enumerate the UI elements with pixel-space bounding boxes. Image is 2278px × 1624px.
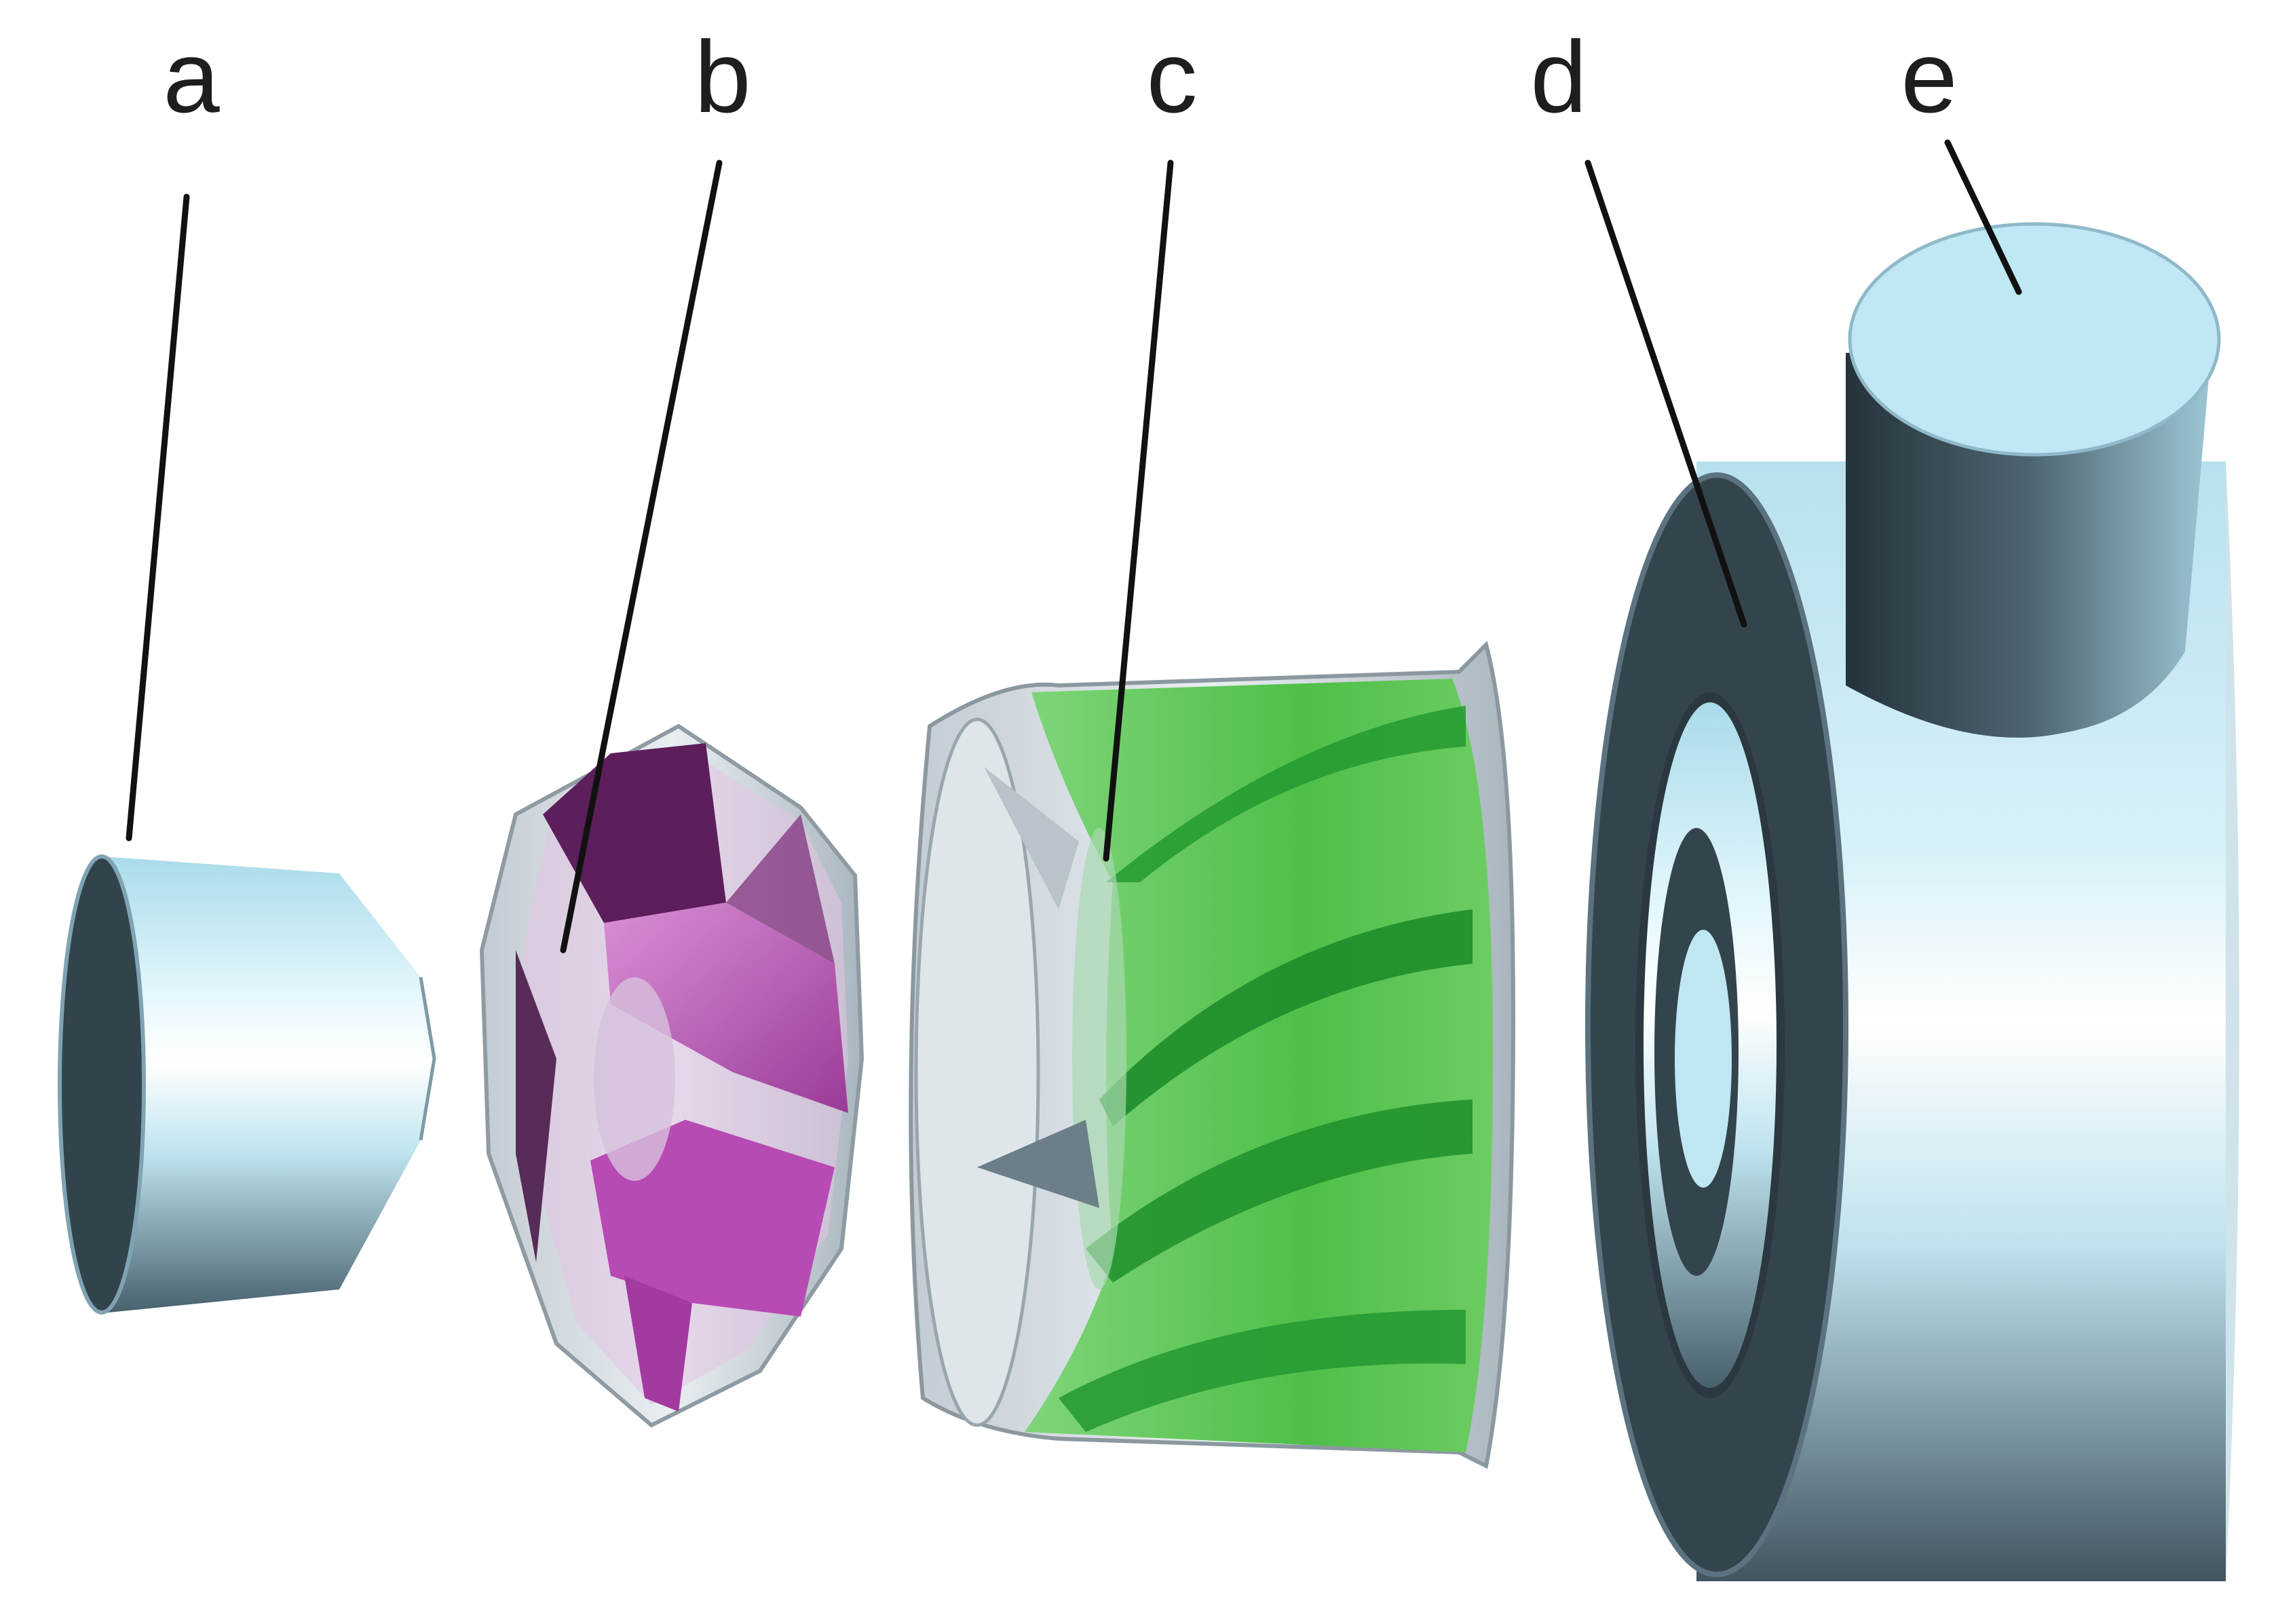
part-b-swirler: [479, 723, 865, 1428]
leader-line-a: [126, 193, 190, 842]
label-e: e: [1901, 20, 1957, 134]
part-labels: a b c d e: [163, 20, 1957, 134]
part-d-casing: [1585, 461, 2239, 1581]
part-c-rotor: [909, 641, 1516, 1469]
label-d: d: [1530, 20, 1587, 134]
leader-lines: [126, 139, 2022, 953]
leader-line-d: [1584, 159, 1747, 628]
leader-line-e: [1944, 139, 2022, 295]
part-a-nozzle: [58, 854, 436, 1315]
part-e-outlet-pipe: [1846, 222, 2221, 738]
leader-line-b: [560, 159, 723, 953]
label-b: b: [694, 20, 751, 134]
label-a: a: [163, 20, 220, 134]
label-c: c: [1147, 20, 1198, 134]
leader-line-c: [1103, 159, 1174, 862]
